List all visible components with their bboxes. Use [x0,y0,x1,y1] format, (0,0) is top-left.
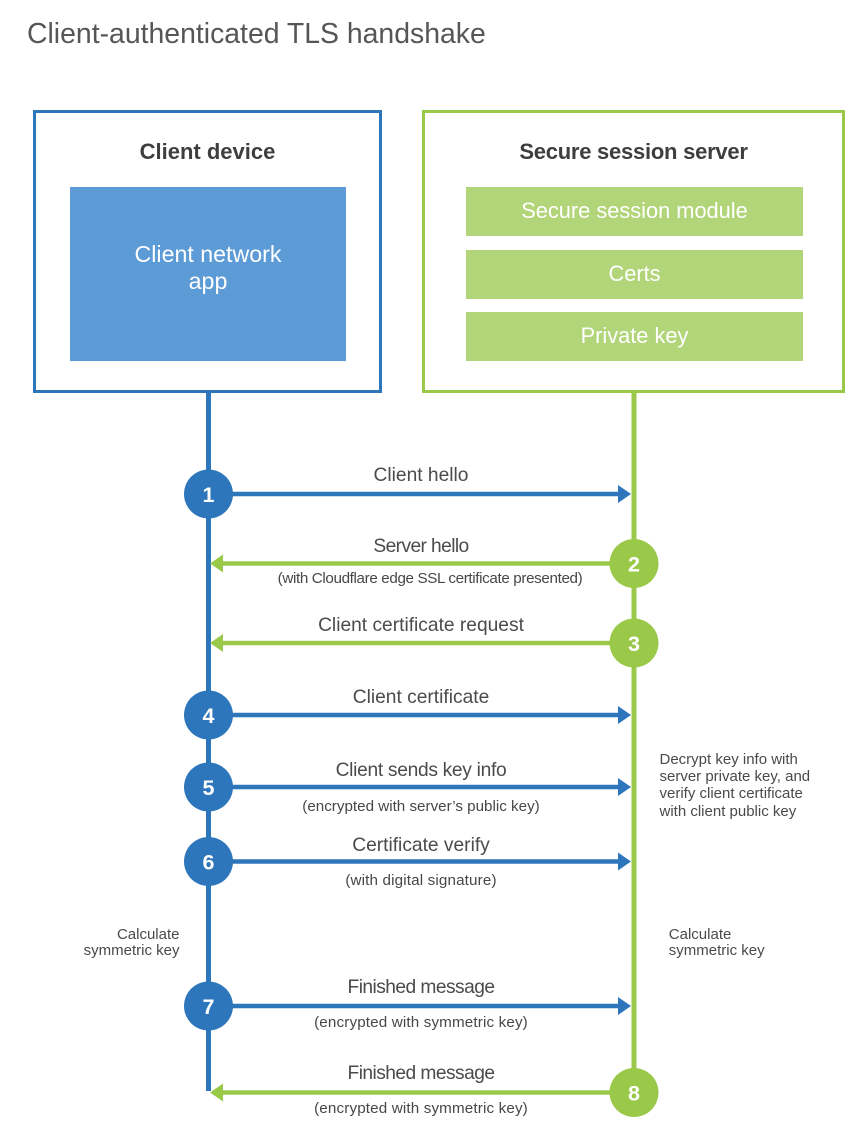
svg-text:5: 5 [203,776,215,800]
svg-text:7: 7 [203,995,215,1019]
svg-text:3: 3 [628,632,640,656]
svg-text:1: 1 [203,483,215,507]
svg-text:6: 6 [203,850,215,874]
svg-text:2: 2 [628,552,640,576]
svg-text:8: 8 [628,1081,640,1105]
svg-text:4: 4 [203,704,215,728]
